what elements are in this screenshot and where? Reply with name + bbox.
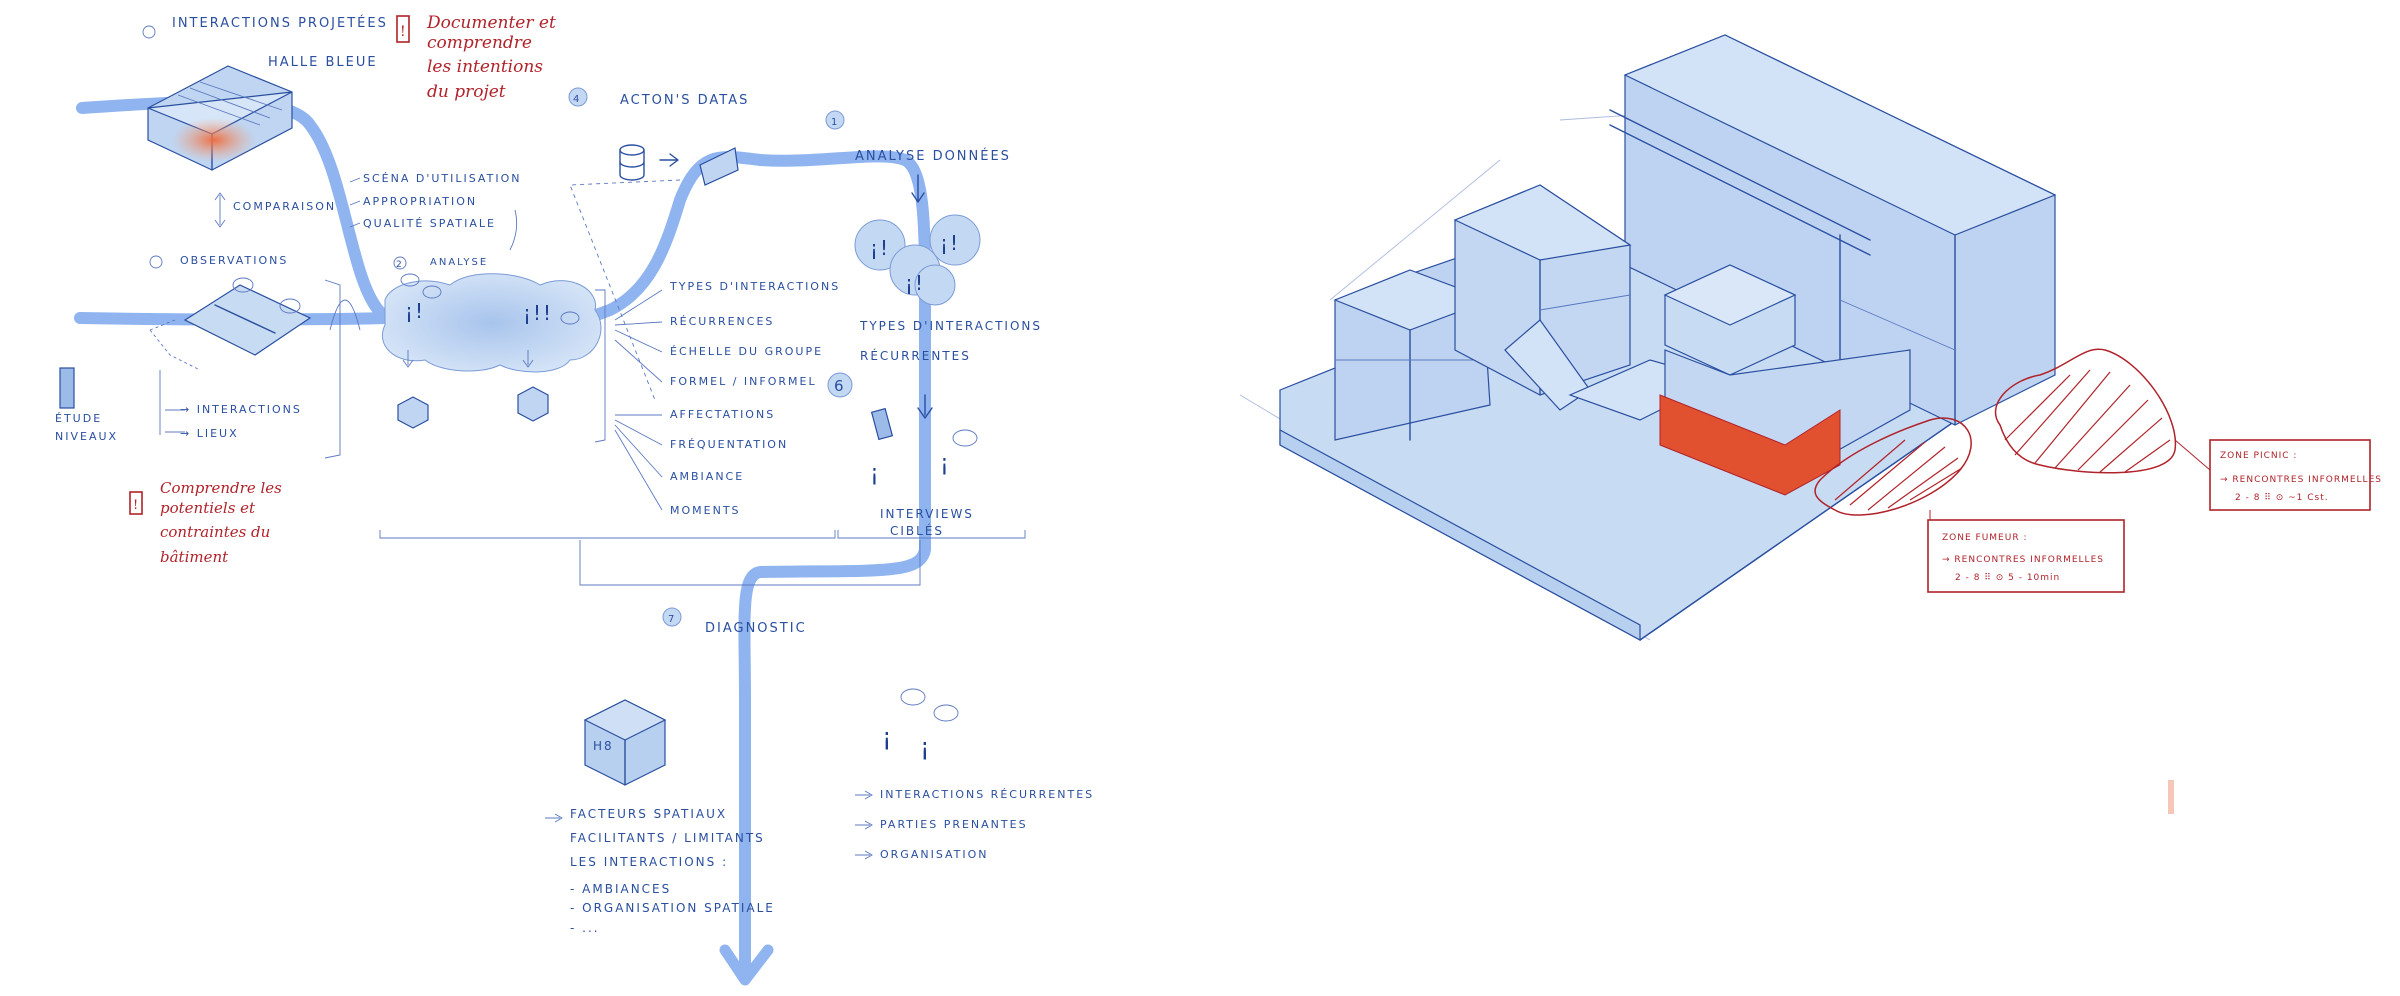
database-icon xyxy=(619,144,645,181)
list-item-echelle: ÉCHELLE DU GROUPE xyxy=(670,345,823,358)
red-highlight-zone xyxy=(1659,394,1841,496)
step-4-marker: 4 xyxy=(573,94,581,105)
label-niveaux: NIVEAUX xyxy=(55,430,118,443)
interview-figure-sketch: ¡ ¡ xyxy=(870,407,978,486)
svg-text:¡: ¡ xyxy=(920,733,932,761)
label-small-interactions: → INTERACTIONS xyxy=(180,403,302,416)
label-qualite-spatiale: QUALITÉ SPATIALE xyxy=(363,217,496,230)
label-scena: SCÉNA D'UTILISATION xyxy=(363,172,521,185)
list-item-affectations: AFFECTATIONS xyxy=(670,408,775,421)
list-item-recurrences: RÉCURRENCES xyxy=(670,315,774,328)
observation-plan-sketch xyxy=(183,277,312,356)
label-types-interactions: TYPES D'INTERACTIONS xyxy=(669,280,840,293)
zone-fumeur-line2: 2 - 8 ⠿ ⊙ 5 - 10min xyxy=(1955,572,2060,583)
note-documenter-3: les intentions xyxy=(427,57,543,77)
laptop-icon xyxy=(699,147,739,186)
label-factors-3: LES INTERACTIONS : xyxy=(570,855,728,869)
zone-fumeur-title: ZONE FUMEUR : xyxy=(1942,533,2027,543)
svg-text:¡: ¡ xyxy=(882,723,894,751)
h8-cube-icon: H8 xyxy=(583,699,667,786)
svg-text:!: ! xyxy=(133,498,138,513)
process-flow-path xyxy=(76,95,931,976)
zone-picnic-line2: 2 - 8 ⠿ ⊙ ~1 Cst. xyxy=(2235,492,2329,503)
label-factors-4: - AMBIANCES xyxy=(570,882,671,896)
svg-text:¡!: ¡! xyxy=(870,236,890,260)
note-comprendre-3: contraintes du xyxy=(160,523,270,541)
svg-text:¡!!: ¡!! xyxy=(523,301,553,325)
label-cibles: CIBLÉS xyxy=(890,523,944,538)
hatch-zone-picnic xyxy=(1994,348,2177,474)
label-factors-6: - ... xyxy=(570,921,600,935)
hatch-zone-fumeur xyxy=(1814,417,1972,516)
svg-text:¡!: ¡! xyxy=(405,299,425,323)
zone-fumeur-line1: → RENCONTRES INFORMELLES xyxy=(1942,555,2104,565)
left-block xyxy=(1333,249,1492,441)
interview-bubbles: ¡! ¡! ¡! xyxy=(854,214,981,306)
svg-text:¡: ¡ xyxy=(940,451,951,476)
label-observations: OBSERVATIONS xyxy=(180,254,288,267)
step-7-marker: 7 xyxy=(668,614,676,625)
label-analyse-donnees: ANALYSE DONNÉES xyxy=(855,148,1011,164)
label-factors-1: FACTEURS SPATIAUX xyxy=(570,807,727,821)
label-etude: ÉTUDE xyxy=(55,412,102,425)
label-analyse: ANALYSE xyxy=(430,257,488,268)
svg-text:¡!: ¡! xyxy=(940,231,960,255)
arrow-right-icon xyxy=(659,153,679,167)
step-2-marker: 2 xyxy=(396,260,404,270)
zone-fumeur-note: ZONE FUMEUR : → RENCONTRES INFORMELLES 2… xyxy=(1927,519,2125,593)
label-diagnostic: DIAGNOSTIC xyxy=(705,621,807,636)
interaction-figures-sketch: ¡ ¡ xyxy=(882,688,959,761)
zone-picnic-title: ZONE PICNIC : xyxy=(2220,451,2297,461)
left-process-diagram: INTERACTIONS PROJETÉES HALLE BLEUE ! Doc… xyxy=(55,13,1094,986)
middle-block xyxy=(1453,184,1632,396)
note-comprendre-4: bâtiment xyxy=(160,548,229,566)
building-axonometric-sketch: ZONE PICNIC : → RENCONTRES INFORMELLES 2… xyxy=(1239,34,2382,814)
label-comparaison: COMPARAISON xyxy=(233,200,336,213)
right-list-organisation: ORGANISATION xyxy=(880,848,989,861)
list-item-formel: FORMEL / INFORMEL xyxy=(670,375,817,388)
zone-picnic-note: ZONE PICNIC : → RENCONTRES INFORMELLES 2… xyxy=(2209,439,2382,511)
svg-text:¡: ¡ xyxy=(870,461,881,486)
right-list-parties-prenantes: PARTIES PRENANTES xyxy=(880,818,1028,831)
cube-icon-small-2 xyxy=(517,386,549,422)
svg-text:!: ! xyxy=(400,24,406,40)
label-halle-bleue: HALLE BLEUE xyxy=(268,55,378,70)
label-factors-2: FACILITANTS / LIMITANTS xyxy=(570,831,765,845)
note-documenter-1: Documenter et xyxy=(426,13,556,33)
label-factors-5: - ORGANISATION SPATIALE xyxy=(570,901,775,915)
step-1-marker: 1 xyxy=(831,117,839,128)
central-block xyxy=(1659,264,1911,496)
note-documenter-2: comprendre xyxy=(427,33,532,53)
analysis-cloud: ¡! ¡!! xyxy=(329,209,602,373)
step-6-marker: 6 xyxy=(834,377,846,395)
label-interactions-projetees: INTERACTIONS PROJETÉES xyxy=(172,15,388,31)
flow-arrowhead xyxy=(719,944,774,986)
right-list-interactions-recurrentes: INTERACTIONS RÉCURRENTES xyxy=(880,788,1094,801)
label-interviews: INTERVIEWS xyxy=(880,507,974,521)
tall-block xyxy=(1609,34,2057,426)
label-appropriation: APPROPRIATION xyxy=(363,195,477,208)
note-comprendre-1: Comprendre les xyxy=(160,479,282,497)
note-comprendre-2: potentiels et xyxy=(160,499,256,517)
label-types-interactions-2: TYPES D'INTERACTIONS xyxy=(859,319,1042,333)
note-documenter-4: du projet xyxy=(427,82,506,102)
label-recurrentes: RÉCURRENTES xyxy=(860,348,971,363)
zone-picnic-line1: → RENCONTRES INFORMELLES xyxy=(2220,475,2382,485)
halle-bleue-model xyxy=(147,65,293,171)
list-item-ambiance: AMBIANCE xyxy=(670,470,744,483)
list-item-moments: MOMENTS xyxy=(670,504,741,517)
label-acton-datas: ACTON'S DATAS xyxy=(620,93,749,108)
cube-icon-small-1 xyxy=(397,396,429,429)
label-h8: H8 xyxy=(593,739,614,753)
svg-text:¡!: ¡! xyxy=(905,271,925,295)
pink-mark xyxy=(2168,780,2174,814)
list-item-frequentation: FRÉQUENTATION xyxy=(670,438,788,451)
label-small-lieux: → LIEUX xyxy=(180,427,239,440)
